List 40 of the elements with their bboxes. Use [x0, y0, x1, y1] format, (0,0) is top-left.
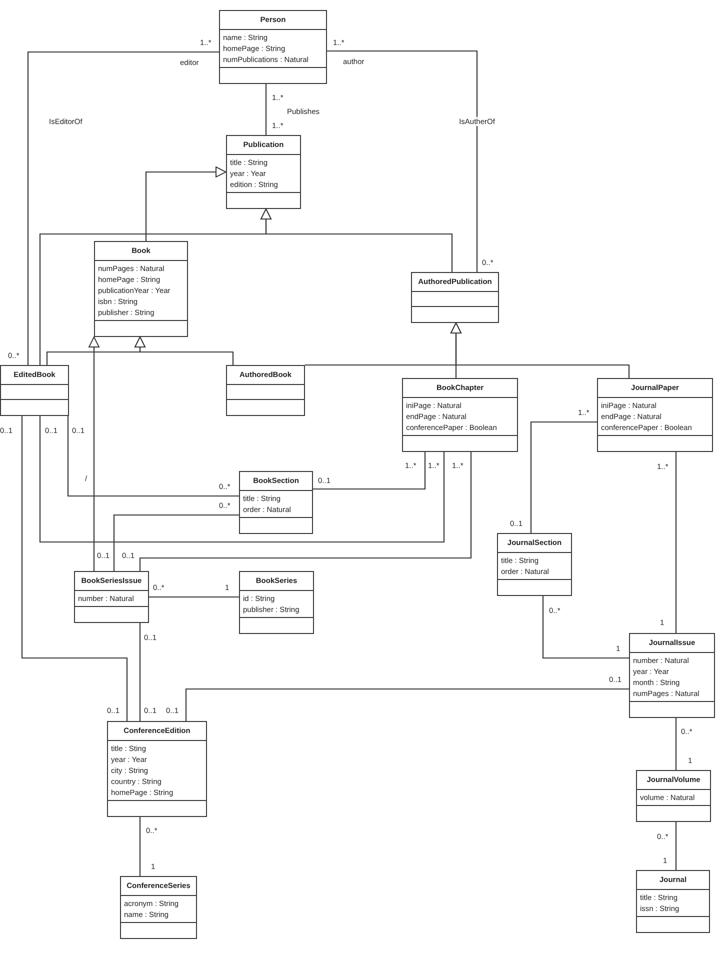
class-box	[636, 870, 710, 933]
association-line	[185, 688, 629, 721]
association-line	[67, 416, 239, 497]
generalization-arrow	[88, 336, 100, 571]
association-line	[149, 596, 239, 598]
class-box	[226, 135, 301, 209]
association-line	[265, 84, 267, 135]
class-box	[411, 272, 499, 323]
association-line	[139, 452, 472, 571]
association-line	[39, 416, 445, 543]
class-box	[636, 770, 711, 822]
class-box	[226, 365, 305, 416]
class-box	[402, 378, 518, 452]
association-line	[530, 421, 597, 533]
generalization-arrow	[450, 322, 630, 378]
generalization-arrow	[260, 208, 453, 272]
class-box	[597, 378, 713, 452]
generalization-arrow	[145, 166, 226, 241]
class-box	[239, 571, 314, 634]
class-box	[120, 876, 197, 939]
class-box	[239, 471, 313, 534]
association-line	[139, 817, 141, 876]
generalization-arrow	[134, 336, 234, 365]
class-box	[629, 633, 715, 718]
association-line	[675, 822, 677, 870]
class-box	[497, 533, 572, 596]
association-line	[313, 452, 426, 490]
class-box	[0, 365, 69, 416]
class-box	[219, 10, 327, 84]
association-line	[139, 623, 141, 721]
association-line	[675, 452, 677, 633]
association-line	[27, 51, 219, 365]
association-line	[21, 416, 128, 721]
class-box	[74, 571, 149, 623]
class-box	[107, 721, 207, 817]
association-line	[542, 596, 629, 659]
association-line	[327, 50, 478, 272]
association-line	[675, 718, 677, 770]
association-line	[113, 514, 239, 571]
class-box	[94, 241, 188, 337]
